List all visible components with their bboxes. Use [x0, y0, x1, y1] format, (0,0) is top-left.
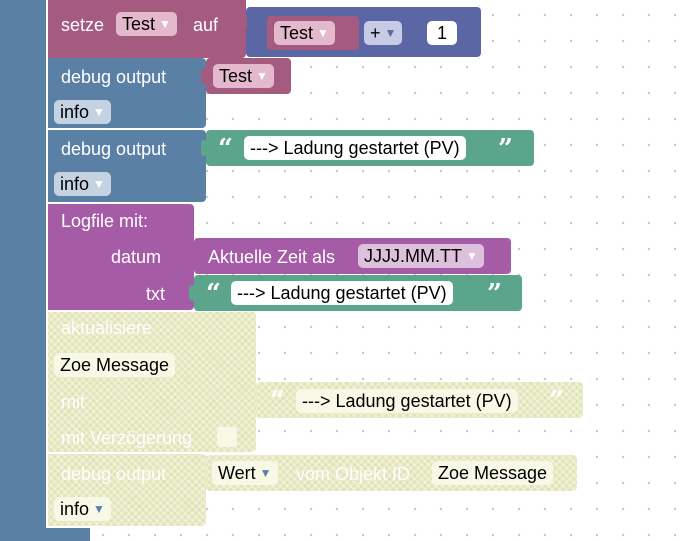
connector-notch — [201, 68, 207, 84]
object-id-field[interactable]: Zoe Message — [432, 461, 554, 485]
from-object-label: vom Objekt ID — [296, 464, 411, 484]
auf-label: auf — [193, 15, 219, 35]
time-format-dropdown[interactable]: JJJJ.MM.TT▼ — [358, 244, 484, 268]
log-level-dropdown[interactable]: info▼ — [54, 497, 111, 521]
chevron-down-icon: ▼ — [259, 466, 272, 480]
connector-notch — [201, 140, 207, 156]
mit-label: mit — [61, 392, 85, 412]
text-input[interactable]: ---> Ladung gestartet (PV) — [244, 136, 466, 160]
connector-notch — [241, 14, 247, 30]
delay-label: mit Verzögerung — [61, 428, 193, 448]
set-label: setze — [61, 15, 105, 35]
chevron-down-icon: ▼ — [384, 26, 397, 40]
open-quote-icon: “ — [270, 386, 285, 416]
chevron-down-icon: ▼ — [465, 249, 478, 263]
logfile-label: Logfile mit: — [61, 211, 149, 231]
debug-variable-dropdown[interactable]: Test▼ — [213, 64, 274, 88]
open-quote-icon: “ — [206, 279, 221, 309]
chevron-down-icon: ▼ — [93, 177, 105, 191]
txt-label: txt — [146, 284, 166, 304]
update-text-input[interactable]: ---> Ladung gestartet (PV) — [296, 389, 518, 413]
debug-output-label: debug output — [61, 67, 167, 87]
datum-label: datum — [111, 247, 162, 267]
chevron-down-icon: ▼ — [317, 26, 329, 40]
logfile-text-input[interactable]: ---> Ladung gestartet (PV) — [231, 281, 453, 305]
connector-notch — [189, 285, 195, 301]
close-quote-icon: ” — [549, 386, 564, 416]
variable-dropdown[interactable]: Test▼ — [116, 12, 177, 36]
chevron-down-icon: ▼ — [159, 17, 171, 31]
chevron-down-icon: ▼ — [256, 69, 268, 83]
debug-output-label: debug output — [61, 464, 167, 484]
log-level-dropdown[interactable]: info▼ — [54, 172, 111, 196]
close-quote-icon: ” — [487, 279, 502, 309]
update-label: aktualisiere — [61, 318, 153, 338]
delay-checkbox[interactable] — [217, 427, 237, 447]
value-type-dropdown[interactable]: Wert▼ — [212, 461, 278, 485]
chevron-down-icon: ▼ — [93, 105, 105, 119]
workspace-sidebar-foot — [0, 528, 90, 541]
time-label: Aktuelle Zeit als — [208, 247, 336, 267]
operator-dropdown[interactable]: +▼ — [364, 21, 403, 45]
open-quote-icon: “ — [218, 134, 233, 164]
workspace-sidebar — [0, 0, 46, 541]
number-input[interactable]: 1 — [427, 21, 457, 45]
logfile-block[interactable] — [48, 204, 194, 310]
chevron-down-icon: ▼ — [93, 502, 105, 516]
log-level-dropdown[interactable]: info▼ — [54, 100, 111, 124]
close-quote-icon: ” — [498, 134, 513, 164]
debug-output-label: debug output — [61, 139, 167, 159]
math-variable-dropdown[interactable]: Test▼ — [274, 21, 335, 45]
object-id-field[interactable]: Zoe Message — [54, 353, 176, 377]
connector-notch — [189, 248, 195, 264]
